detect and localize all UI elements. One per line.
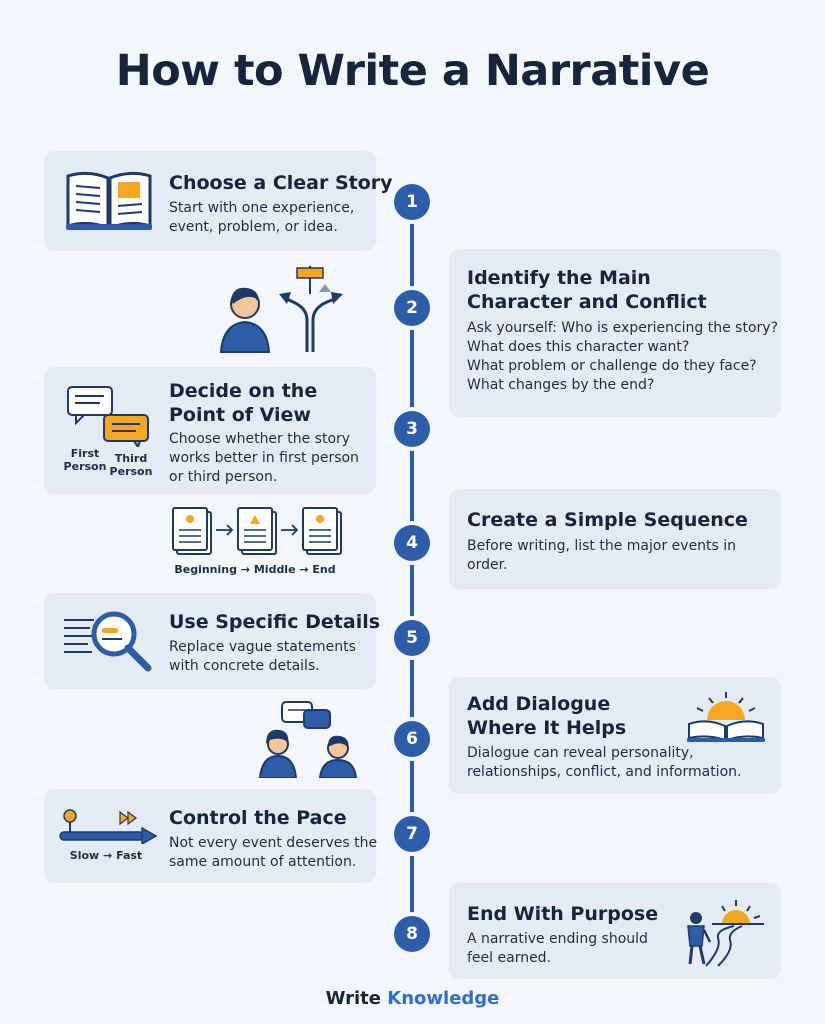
page-sequence-icon <box>172 507 342 555</box>
step-1-body: Start with one experience, event, proble… <box>169 200 355 235</box>
step-5-title: Use Specific Details <box>169 611 381 633</box>
sequence-label: Beginning → Middle → End <box>174 563 336 576</box>
step-5-badge: 5 <box>394 620 430 656</box>
step-7-title: Control the Pace <box>169 807 347 829</box>
step-6-title: Add Dialogue Where It Helps <box>467 693 627 739</box>
first-person-label: First Person <box>63 447 107 473</box>
speech-bubbles-icon <box>67 386 149 447</box>
step-6-body: Dialogue can reveal personality, relatio… <box>467 745 742 780</box>
step-4-body: Before writing, list the major events in… <box>467 538 737 573</box>
step-8-body: A narrative ending should feel earned. <box>467 931 648 966</box>
step-3-title: Decide on the Point of View <box>169 380 318 426</box>
step-4-title: Create a Simple Sequence <box>467 509 748 531</box>
page-title: How to Write a Narrative <box>115 46 710 96</box>
step-1-title: Choose a Clear Story <box>169 172 393 194</box>
step-3-body: Choose whether the story works better in… <box>169 431 359 485</box>
open-book-icon <box>66 171 152 231</box>
step-5-body: Replace vague statements with concrete d… <box>169 639 356 674</box>
step-2-badge: 2 <box>394 290 430 326</box>
pace-label: Slow → Fast <box>69 849 143 862</box>
open-book-sunrise-icon <box>687 692 765 742</box>
footer-brand-part1: Write <box>325 988 388 1009</box>
step-6-badge: 6 <box>394 721 430 757</box>
two-people-talking-icon <box>258 701 358 778</box>
step-7-badge: 7 <box>394 816 430 852</box>
step-2-title: Identify the Main Character and Conflict <box>467 267 707 313</box>
pace-slider-icon <box>59 809 158 844</box>
step-1-badge: 1 <box>394 184 430 220</box>
timeline-line <box>410 200 414 935</box>
footer-brand-part2: Knowledge <box>387 988 500 1009</box>
step-4-badge: 4 <box>394 525 430 561</box>
footer-brand: Write Knowledge <box>0 988 825 1009</box>
step-4-card <box>449 489 781 589</box>
step-8-badge: 8 <box>394 916 430 952</box>
third-person-label: Third Person <box>109 452 153 478</box>
step-2-body: Ask yourself: Who is experiencing the st… <box>467 320 778 393</box>
step-7-body: Not every event deserves the same amount… <box>169 835 378 870</box>
magnifying-glass-icon <box>64 611 152 672</box>
person-crossroads-icon <box>219 266 343 353</box>
step-8-title: End With Purpose <box>467 903 659 925</box>
step-8-card <box>449 883 781 979</box>
step-3-badge: 3 <box>394 411 430 447</box>
person-path-sunset-icon <box>687 900 764 967</box>
step-2-card <box>449 249 781 417</box>
